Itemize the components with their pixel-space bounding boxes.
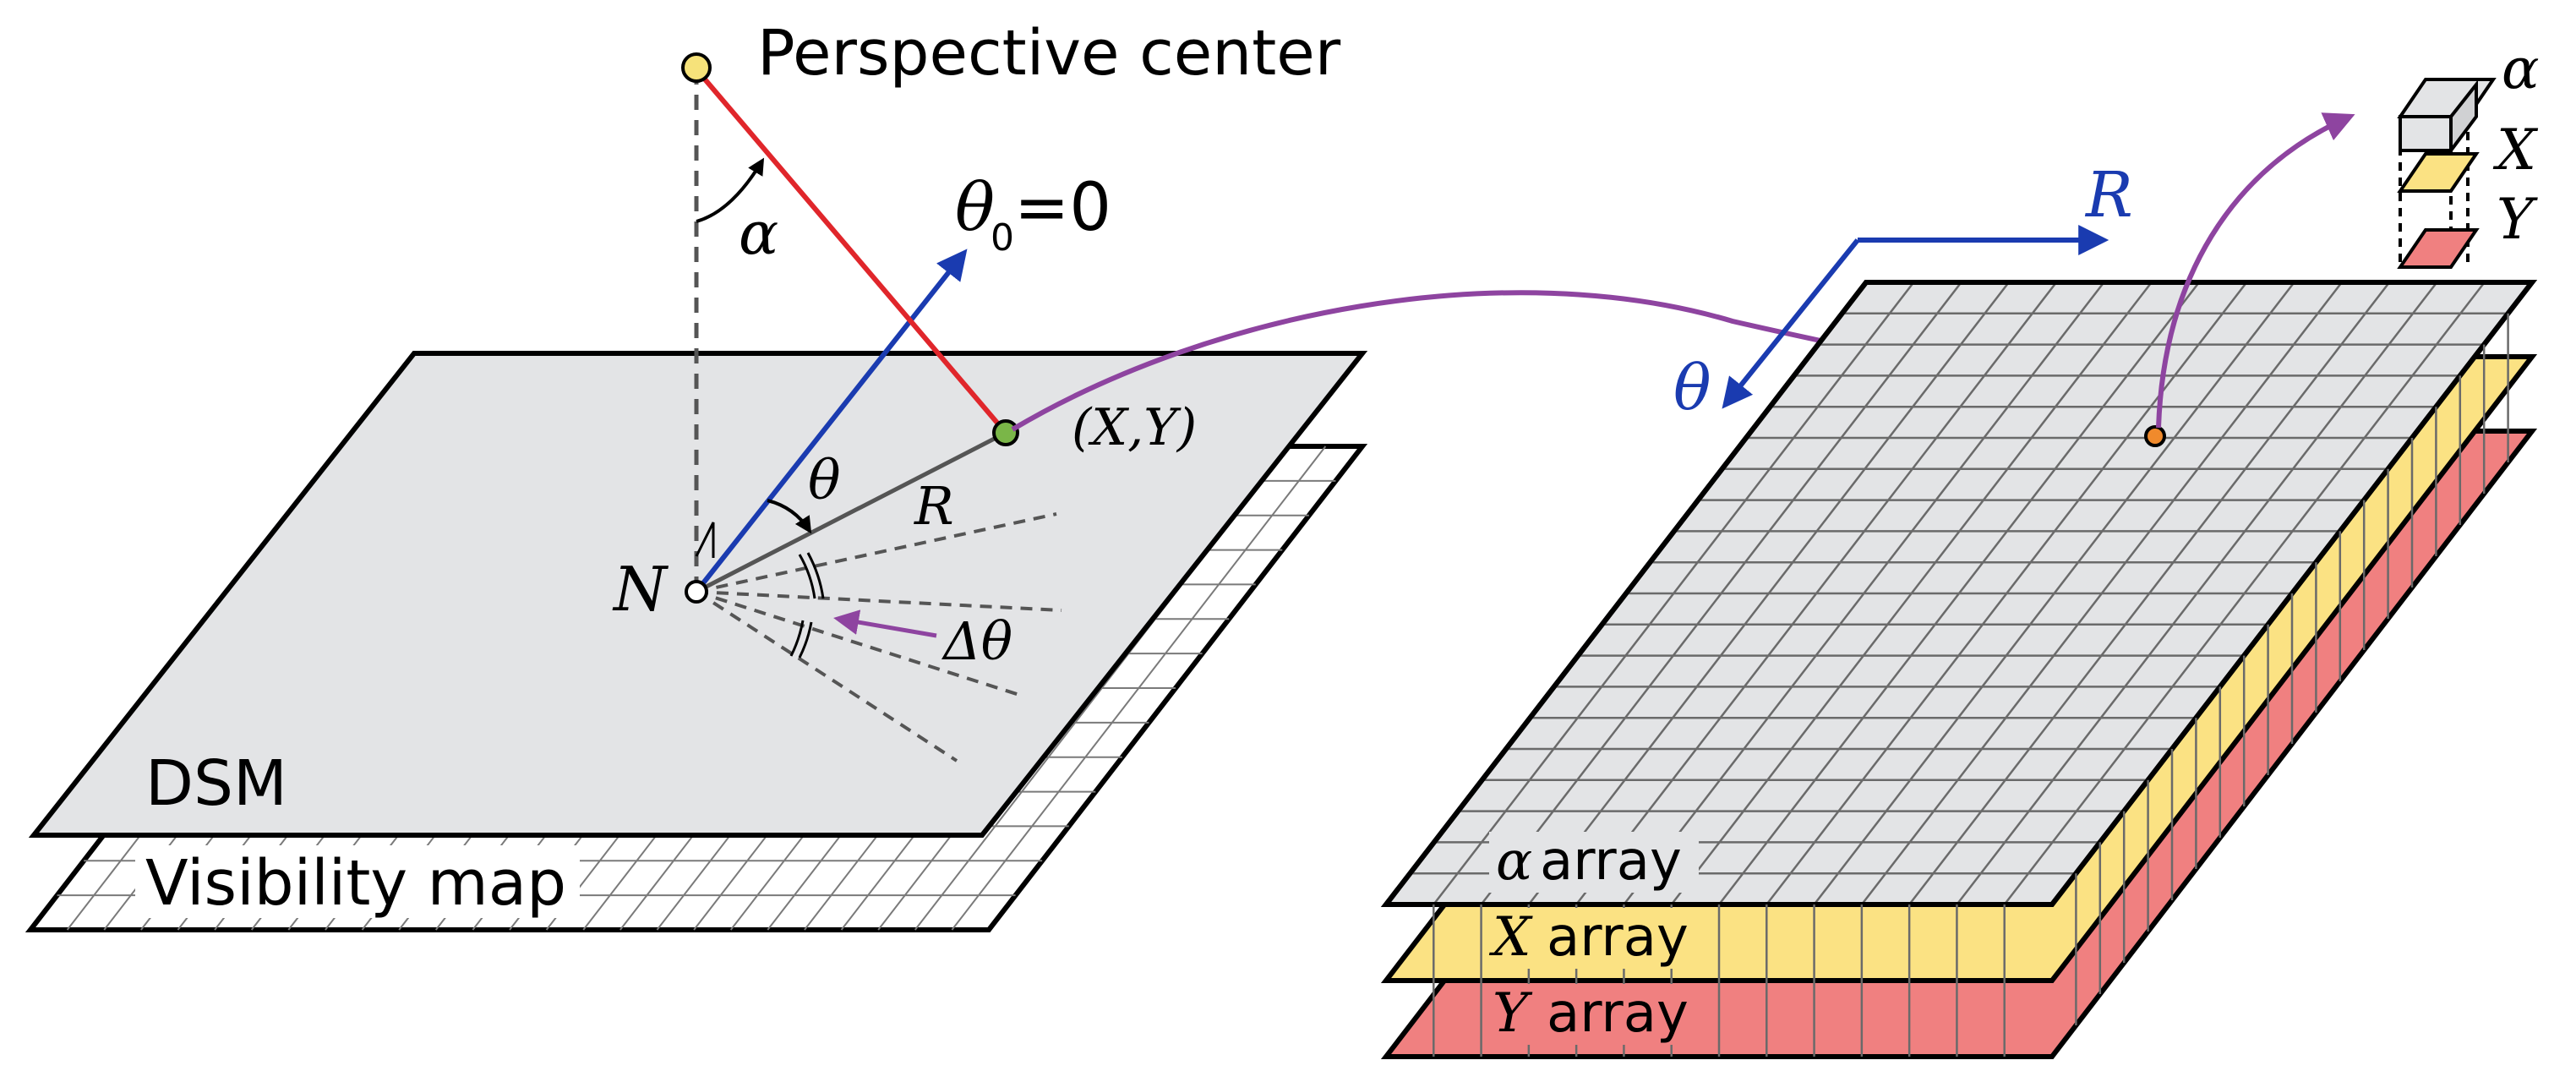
visibility-map-label: Visibility map: [145, 847, 566, 920]
target-cell-point: [2144, 425, 2166, 447]
delta-theta-label: Δθ: [941, 610, 1012, 672]
alpha-array-outline: [1380, 280, 2538, 907]
y-array-label-bg: [1489, 984, 1704, 1045]
sight-line: [694, 68, 1008, 434]
delta-theta-arcs: [789, 552, 825, 658]
theta-label: θ: [808, 450, 841, 512]
theta0-label: θ 0 =0: [955, 170, 1111, 260]
theta0-symbol: θ: [955, 170, 995, 246]
alpha-array-label-bg: [1489, 832, 1699, 893]
y-array-grid: [1433, 387, 2509, 1057]
xy-point: [992, 419, 1019, 446]
alpha-array-layer: [1380, 280, 2538, 907]
x-array-label-bg: [1489, 908, 1704, 969]
dsm-label: DSM: [145, 747, 287, 820]
r-label: R: [914, 475, 954, 537]
alpha-arc: [696, 157, 765, 223]
x-array-symbol: X: [1488, 906, 1533, 969]
y-array-symbol: Y: [1493, 982, 1533, 1045]
alpha-array-symbol: α: [1496, 830, 1532, 893]
n-point: [685, 580, 708, 604]
theta0-arrow: [694, 249, 968, 593]
visibility-map-label-bg: [135, 845, 580, 918]
theta0-subscript: 0: [991, 216, 1014, 260]
perspective-center-point: [681, 52, 712, 83]
n-label: N: [612, 554, 669, 625]
stack-x-cell: [2397, 152, 2480, 193]
theta-axis-arrow: [1722, 238, 1860, 409]
alpha-array-grid: [1410, 281, 2508, 905]
stack-alpha-cell: [2397, 78, 2497, 118]
y-array-word: array: [1547, 982, 1689, 1045]
stack-x-label: X: [2492, 117, 2539, 183]
xy-point-label: (X,Y): [1072, 398, 1197, 457]
alpha-array-word: array: [1540, 830, 1682, 893]
r-axis-label: R: [2084, 159, 2133, 232]
x-array-word: array: [1547, 906, 1689, 969]
perspective-center-label: Perspective center: [757, 17, 1341, 90]
radial-dashed-lines: [695, 512, 1062, 762]
theta-arc: [767, 499, 812, 534]
stack-arrow: [2156, 112, 2355, 429]
delta-theta-arrow: [833, 609, 937, 638]
r-line: [695, 430, 1007, 594]
stack-y-label: Y: [2497, 187, 2538, 252]
stack-alpha-label: α: [2502, 36, 2540, 101]
stack-y-cell: [2397, 228, 2480, 269]
theta-axis-label: θ: [1673, 352, 1711, 424]
cell-stack-icon: [2397, 78, 2497, 269]
alpha-label: α: [739, 199, 778, 268]
right-angle-mark: [695, 522, 715, 558]
theta0-equals: =0: [1014, 170, 1111, 246]
